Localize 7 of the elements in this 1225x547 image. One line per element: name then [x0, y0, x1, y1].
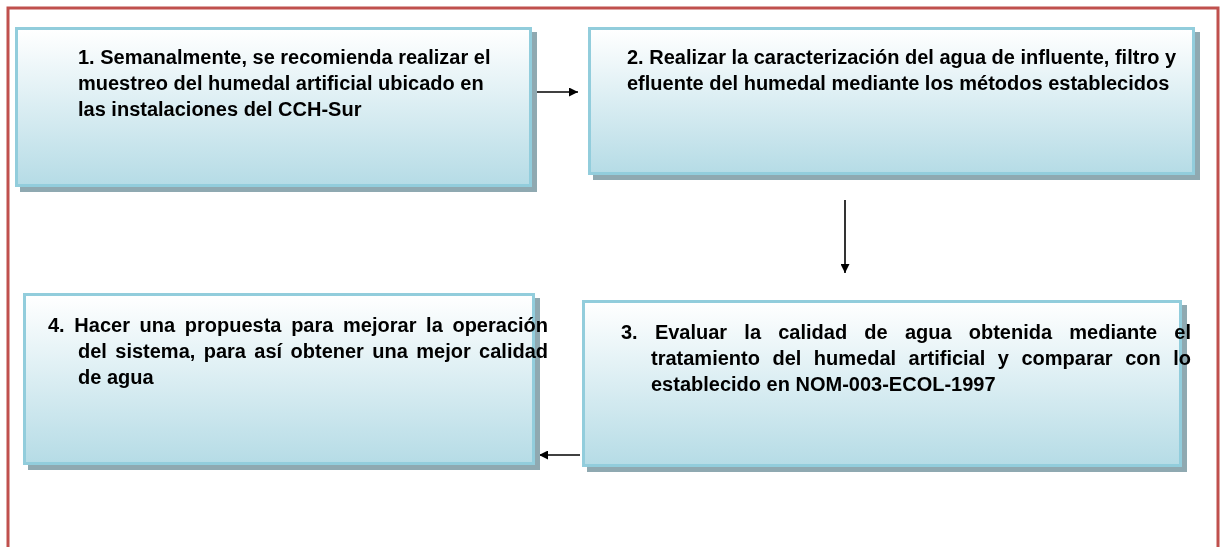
arrow	[536, 87, 579, 97]
step-text: 3. Evaluar la calidad de agua obtenida mediante el tratamiento del humedal artificial y comparar con lo establecido en NOM-003-ECOL-1997	[621, 320, 1191, 397]
step-text: 2. Realizar la caracterización del agua de influente, filtro y efluente del humedal mediante los métodos establecidos	[627, 45, 1178, 96]
step-text: 4. Hacer una propuesta para mejorar la operación del sistema, para así obtener una mejor calidad de agua	[48, 313, 548, 390]
step-text: 1. Semanalmente, se recomienda realizar el muestreo del humedal artificial ubicado en las instalaciones del CCH-Sur	[78, 45, 492, 122]
arrow	[840, 199, 850, 274]
arrow	[538, 450, 581, 460]
